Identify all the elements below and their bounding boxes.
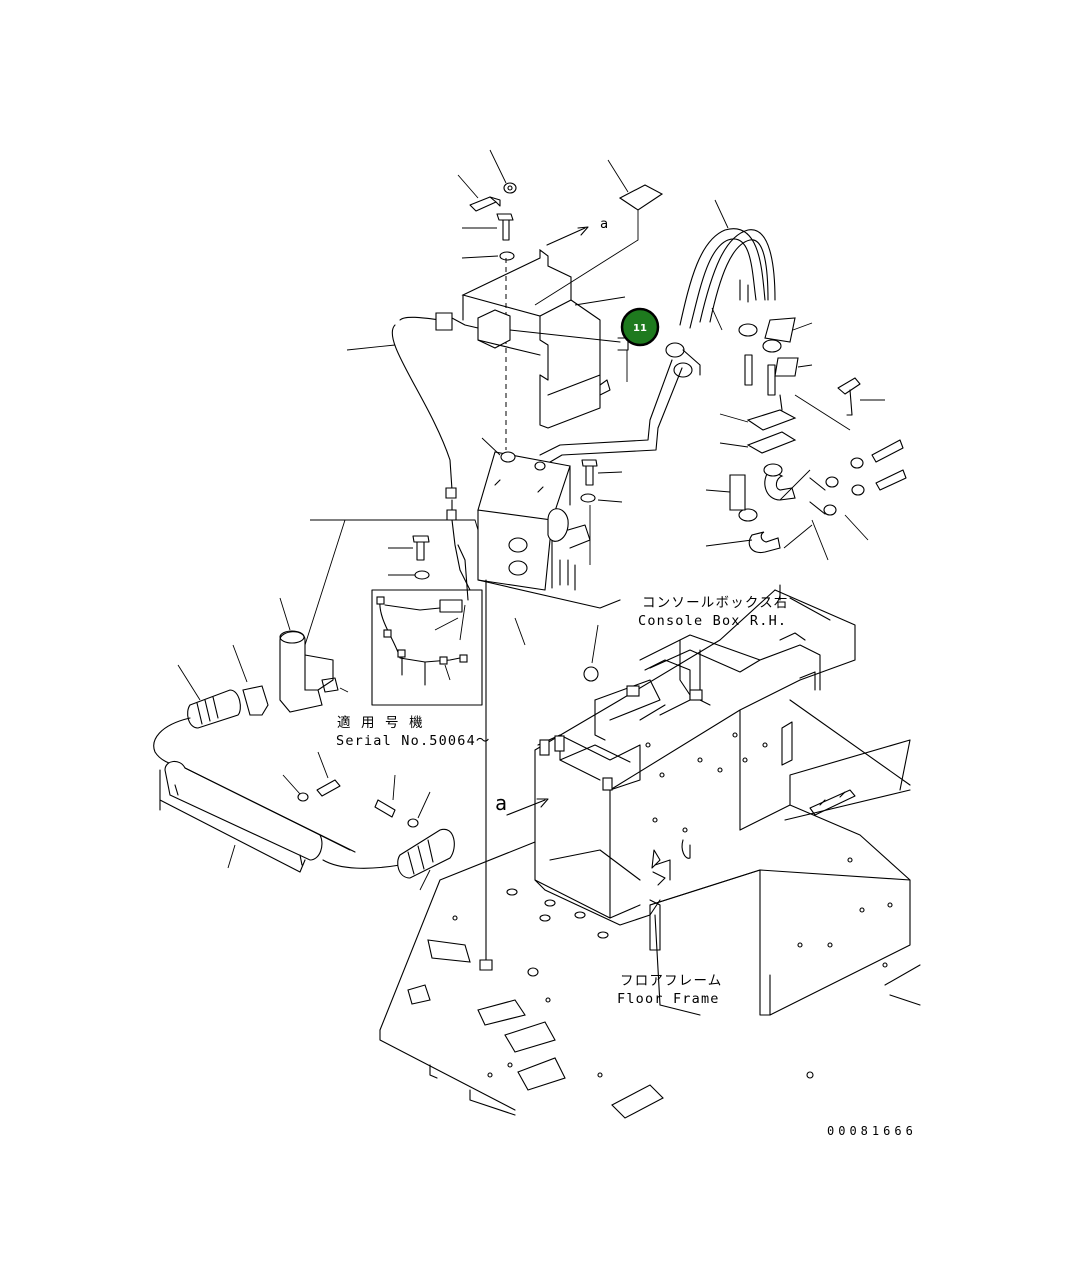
- floor-frame-en-label: Floor Frame: [617, 991, 720, 1007]
- floor-frame: [379, 699, 921, 1119]
- callout-number: 11: [633, 323, 647, 334]
- ref-a-top: a: [600, 216, 609, 232]
- electrical-box: [477, 437, 623, 971]
- ref-a-bottom: a: [495, 791, 507, 815]
- serial-label: Serial No.50064～: [336, 733, 491, 749]
- text-labels: コンソールボックス右 Console Box R.H. 適 用 号 機 Seri…: [336, 595, 917, 1138]
- floor-frame-jp-label: フロアフレーム: [620, 973, 723, 989]
- hose-assembly: [539, 199, 907, 561]
- drawing-code: 00081666: [827, 1124, 917, 1138]
- left-duct-assembly: [153, 519, 479, 891]
- console-box-en-label: Console Box R.H.: [638, 613, 787, 629]
- applicable-jp-label: 適 用 号 機: [337, 714, 424, 731]
- wiring-harness: [346, 312, 483, 706]
- callout-11[interactable]: 11: [620, 307, 660, 347]
- top-cover-assembly: a: [457, 149, 664, 450]
- console-box-rh: a: [495, 584, 856, 926]
- console-box-jp-label: コンソールボックス右: [642, 595, 789, 611]
- callout-badge-icon[interactable]: [620, 307, 660, 347]
